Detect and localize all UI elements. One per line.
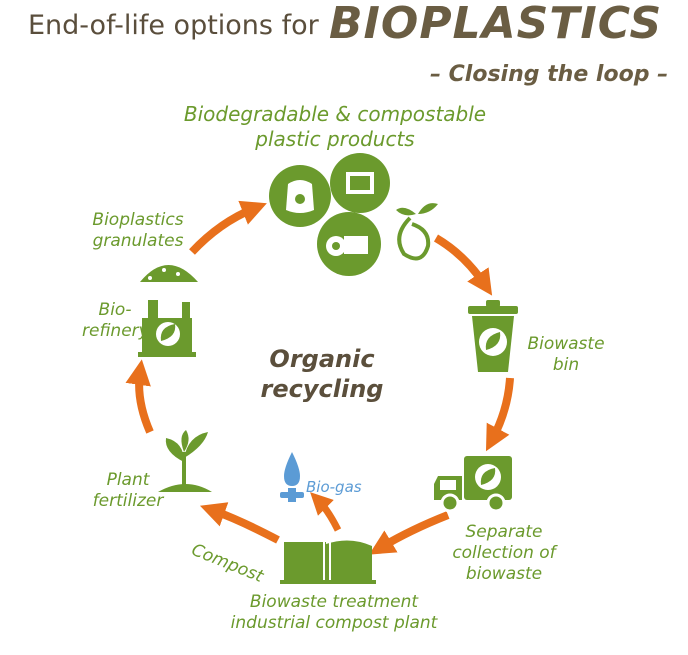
title-prefix: End-of-life options for xyxy=(28,10,319,41)
treatment-label: Biowaste treatment industrial compost pl… xyxy=(230,592,438,633)
subtitle: – Closing the loop – xyxy=(430,62,669,87)
granulates-icon xyxy=(140,260,198,282)
bin-label: Biowaste bin xyxy=(527,334,605,375)
truck-icon xyxy=(434,456,512,513)
arrow-plant-to-biogas xyxy=(310,492,342,532)
refinery-label: Bio- refinery xyxy=(82,300,149,341)
fertilizer-label: Plant fertilizer xyxy=(92,470,164,511)
biorefinery-icon xyxy=(138,300,196,357)
arrow-collection-to-plant xyxy=(369,511,450,555)
compost-plant-icon xyxy=(280,540,376,584)
products-icon-group xyxy=(269,153,438,276)
products-label: Biodegradable & compostable plastic prod… xyxy=(183,102,487,151)
seedling-icon xyxy=(158,430,212,492)
bin-icon xyxy=(468,300,518,372)
arrow-bin-to-collection xyxy=(485,377,514,452)
arrow-granulates-to-products xyxy=(189,200,267,255)
center-label: Organic recycling xyxy=(260,345,384,403)
biogas-label: Bio-gas xyxy=(306,478,362,496)
arrow-plant-to-fertilizer xyxy=(199,502,280,544)
collection-label: Separate collection of biowaste xyxy=(452,522,556,584)
sprout-ribbon-icon xyxy=(396,203,438,261)
title-main: BIOPLASTICS xyxy=(329,0,663,49)
arrow-fertilizer-to-refinery xyxy=(125,359,154,434)
biogas-icon xyxy=(280,452,304,502)
arrow-products-to-bin xyxy=(433,234,493,296)
granulates-label: Bioplastics granulates xyxy=(92,210,184,251)
